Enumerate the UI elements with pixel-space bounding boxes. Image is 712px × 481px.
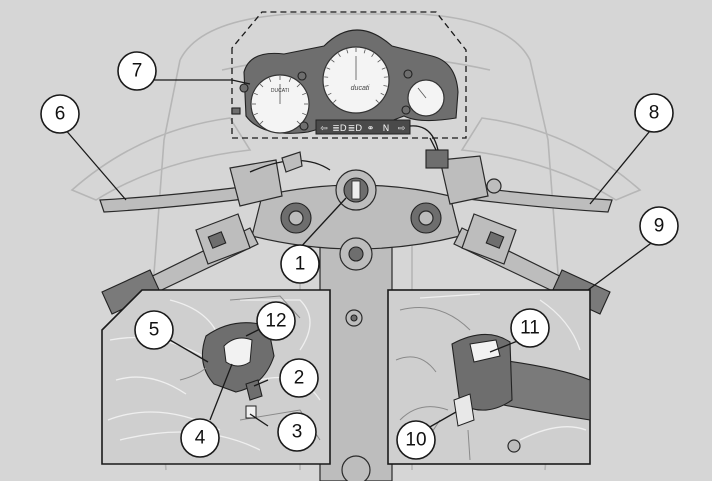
callout-number: 7 xyxy=(132,61,143,82)
indicator-glyph: ≣D xyxy=(332,124,347,134)
callout-10: 10 xyxy=(396,420,436,460)
gauge-tick xyxy=(253,112,258,116)
callout-number: 4 xyxy=(195,428,206,449)
speedo-brand-text: ducati xyxy=(351,85,370,92)
gauge-tick xyxy=(346,49,349,54)
gauge-tick xyxy=(377,59,381,63)
gauge-tick xyxy=(381,67,386,70)
callout-4: 4 xyxy=(180,418,220,458)
gauge-tick xyxy=(259,120,264,125)
callout-number: 10 xyxy=(405,430,426,451)
callout-6: 6 xyxy=(40,94,80,134)
callout-number: 6 xyxy=(55,104,66,125)
gauge-tick xyxy=(327,92,332,96)
gauge-tick xyxy=(375,99,379,103)
callout-number: 1 xyxy=(295,254,306,275)
callout-number: 3 xyxy=(292,422,303,443)
leader-lines xyxy=(63,79,659,429)
gauge-tick xyxy=(302,112,307,116)
gauge-tick xyxy=(324,85,329,87)
gauge-tick xyxy=(380,92,385,96)
indicator-strip xyxy=(315,119,411,135)
gauge-tick xyxy=(383,85,388,87)
instrument-panel: DUCATI ducati ⇦ ≣D≣D ⚭ N ⇨ xyxy=(231,11,467,151)
callout-9: 9 xyxy=(639,206,679,246)
gauge-tick xyxy=(296,120,301,125)
indicator-glyph: ⇦ xyxy=(320,124,328,134)
callout-number: 11 xyxy=(520,318,540,339)
callout-number: 2 xyxy=(294,368,305,389)
indicator-glyph: ⇨ xyxy=(398,124,406,134)
gauge-tick xyxy=(337,53,341,57)
ignition-switch xyxy=(335,169,377,211)
gauge-tick xyxy=(331,59,335,63)
indicator-glyph: ≣D xyxy=(348,124,363,134)
gauge-tick xyxy=(288,77,292,82)
clutch-lever xyxy=(99,151,331,213)
callout-11: 11 xyxy=(510,308,550,348)
callout-2: 2 xyxy=(279,358,319,398)
gauge-tick xyxy=(302,92,307,96)
callout-1: 1 xyxy=(280,244,320,284)
callout-number: 12 xyxy=(265,311,286,332)
gauge-tick xyxy=(253,92,258,96)
gauge-tick xyxy=(268,77,272,82)
indicator-glyph: ⚭ xyxy=(367,124,375,134)
callout-7: 7 xyxy=(117,51,157,91)
gauge-tick xyxy=(326,67,331,70)
callout-5: 5 xyxy=(134,310,174,350)
callout-number: 5 xyxy=(149,320,160,341)
gauge-tick xyxy=(333,99,337,103)
right-handlebar xyxy=(453,213,611,315)
gauge-tick xyxy=(363,49,366,54)
gauge-tick xyxy=(371,53,375,57)
right-switch-inset xyxy=(387,289,591,465)
indicator-glyph: N xyxy=(383,124,390,134)
left-handlebar xyxy=(101,213,259,315)
callout-8: 8 xyxy=(634,93,674,133)
gauge-tick xyxy=(259,83,264,88)
callout-3: 3 xyxy=(277,412,317,452)
tach-brand-text: DUCATI xyxy=(271,88,289,94)
callout-number: 9 xyxy=(654,216,665,237)
gauge-tick xyxy=(296,83,301,88)
callout-number: 8 xyxy=(649,103,660,124)
callout-12: 12 xyxy=(256,301,296,341)
brake-lever xyxy=(425,137,613,213)
